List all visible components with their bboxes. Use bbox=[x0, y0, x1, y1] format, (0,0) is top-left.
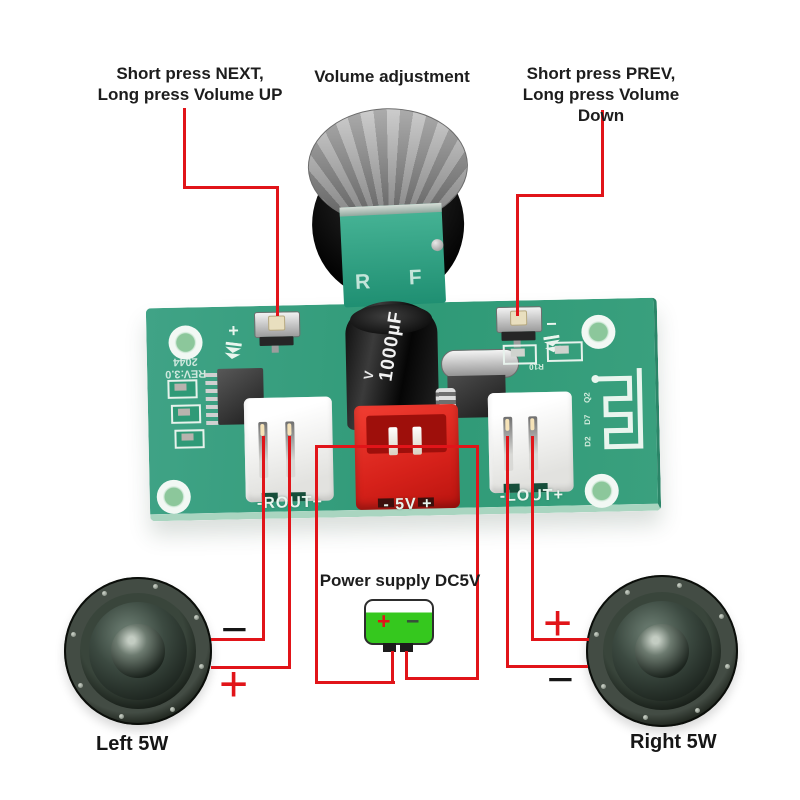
ref-r10: R10 bbox=[529, 362, 544, 372]
silkscreen-rev: REV:3.0 2044 bbox=[165, 355, 207, 380]
left-speaker bbox=[64, 577, 212, 725]
battery-terminal bbox=[383, 643, 396, 652]
annotation-volume: Volume adjustment bbox=[314, 67, 470, 86]
next-button bbox=[253, 311, 301, 353]
smd-pad bbox=[546, 341, 584, 362]
annotation-right-button: Short press PREV, Long press Volume Down bbox=[522, 64, 680, 125]
annotation-left-button: Short press NEXT, Long press Volume UP bbox=[97, 64, 283, 104]
wire-lout-minus bbox=[506, 665, 588, 668]
left-speaker-minus: − bbox=[221, 603, 248, 655]
pot-letter-f: F bbox=[408, 265, 423, 290]
mounting-hole bbox=[156, 479, 192, 515]
left-speaker-plus: + bbox=[219, 656, 249, 712]
next-track-icon bbox=[224, 341, 242, 360]
silkscreen-5v: - 5V + bbox=[383, 495, 433, 514]
smd-resistor bbox=[167, 379, 198, 399]
button-plunger bbox=[268, 315, 286, 331]
ic-pins bbox=[205, 372, 219, 426]
smd-resistor bbox=[170, 404, 202, 424]
silkscreen-minus: − bbox=[546, 313, 557, 334]
leader-line bbox=[516, 194, 604, 197]
mounting-hole bbox=[584, 473, 620, 509]
amplifier-board: REV:3.0 2044 R F 1000µF V bbox=[145, 106, 662, 522]
wire-rout-plus bbox=[211, 666, 291, 669]
right-speaker-minus: − bbox=[547, 653, 574, 705]
battery-plus: + bbox=[377, 608, 391, 634]
power-connector-5v bbox=[353, 403, 461, 511]
wire-lout-plus bbox=[531, 436, 534, 640]
wire-rout-minus bbox=[262, 436, 265, 640]
leader-line bbox=[183, 108, 186, 188]
wire-rout-plus bbox=[288, 436, 291, 668]
battery-terminal bbox=[400, 643, 413, 652]
leader-line bbox=[276, 186, 279, 316]
wire-5v bbox=[315, 445, 318, 683]
wire-5v bbox=[391, 651, 394, 683]
leader-line bbox=[516, 194, 519, 316]
battery-minus: − bbox=[406, 608, 420, 634]
leader-line bbox=[183, 186, 279, 189]
wire-5v bbox=[405, 651, 408, 679]
wire-lout-minus bbox=[506, 436, 509, 667]
wire-rout-minus bbox=[211, 638, 265, 641]
wire-5v bbox=[405, 677, 479, 680]
capacitor-volt: V bbox=[360, 369, 377, 381]
mounting-hole bbox=[581, 314, 616, 350]
annotation-power-supply: Power supply DC5V bbox=[319, 571, 481, 590]
pcb-antenna bbox=[591, 368, 644, 450]
right-speaker bbox=[586, 575, 738, 727]
wire-lout-plus bbox=[531, 638, 589, 641]
right-speaker-plus: + bbox=[543, 595, 573, 651]
power-supply-icon: + − bbox=[364, 599, 434, 652]
wire-5v bbox=[476, 445, 479, 679]
pot-pin bbox=[431, 238, 444, 252]
wire-5v bbox=[315, 445, 479, 448]
smd-resistor bbox=[174, 429, 205, 449]
leader-line bbox=[601, 110, 604, 196]
right-speaker-label: Right 5W bbox=[630, 731, 717, 753]
wire-5v bbox=[315, 681, 395, 684]
silkscreen-plus: + bbox=[228, 320, 240, 341]
potentiometer: R F bbox=[339, 202, 447, 308]
pot-letter-r: R bbox=[354, 270, 371, 294]
left-speaker-label: Left 5W bbox=[96, 733, 169, 755]
